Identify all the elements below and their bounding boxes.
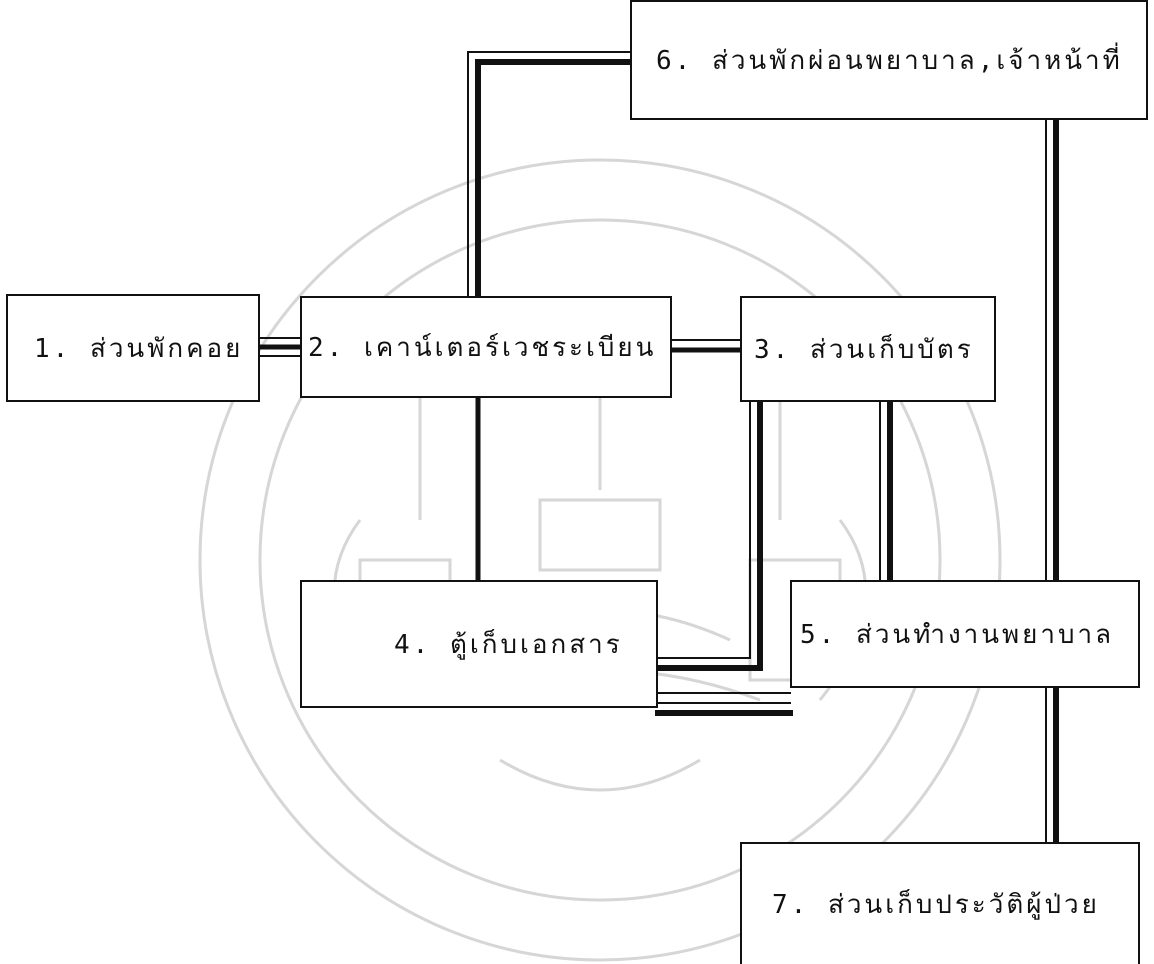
node-1-waiting-area: 1. ส่วนพักคอย <box>6 294 260 402</box>
node-3-card-storage: 3. ส่วนเก็บบัตร <box>740 296 996 402</box>
node-6-label: 6. ส่วนพักผ่อนพยาบาล,เจ้าหน้าที่ <box>656 45 1123 76</box>
node-3-label: 3. ส่วนเก็บบัตร <box>754 334 974 365</box>
node-2-label: 2. เคาน์เตอร์เวชระเบียน <box>308 332 657 363</box>
node-4-label: 4. ตู้เก็บเอกสาร <box>394 629 623 660</box>
node-1-label: 1. ส่วนพักคอย <box>34 333 244 364</box>
node-6-staff-rest-area: 6. ส่วนพักผ่อนพยาบาล,เจ้าหน้าที่ <box>630 0 1148 120</box>
node-7-patient-records-storage: 7. ส่วนเก็บประวัติผู้ป่วย <box>740 842 1140 964</box>
node-2-medical-records-counter: 2. เคาน์เตอร์เวชระเบียน <box>300 296 672 398</box>
node-4-document-cabinet: 4. ตู้เก็บเอกสาร <box>300 580 658 708</box>
node-5-label: 5. ส่วนทำงานพยาบาล <box>800 619 1115 650</box>
node-7-label: 7. ส่วนเก็บประวัติผู้ป่วย <box>772 889 1100 920</box>
node-5-nurse-work-area: 5. ส่วนทำงานพยาบาล <box>790 580 1140 688</box>
